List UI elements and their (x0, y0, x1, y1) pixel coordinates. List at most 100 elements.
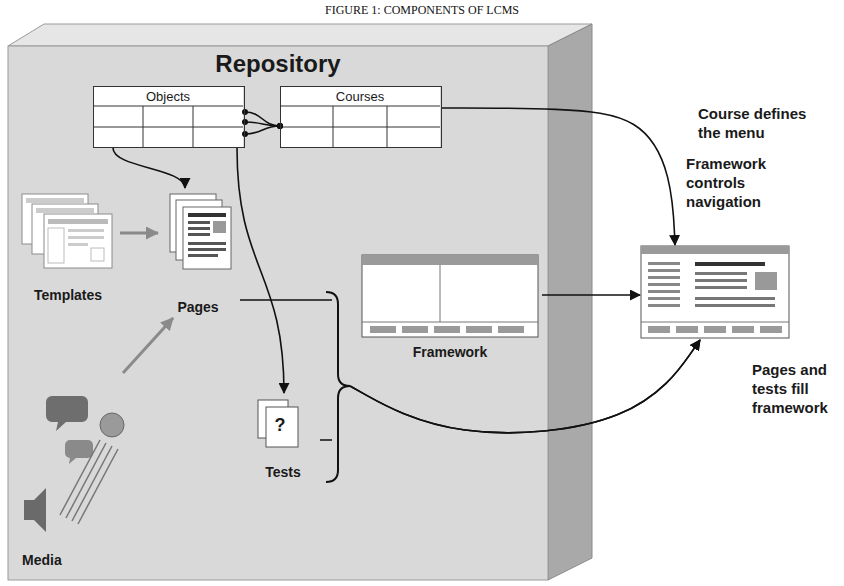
icon-label: Tests (248, 463, 318, 481)
framework-window: Framework (360, 253, 542, 363)
tests-illustration-part (266, 407, 298, 447)
objects-table-grid-part (93, 106, 243, 107)
annotation: Course defines the menu (698, 104, 818, 142)
pages-illustration-part (183, 207, 231, 269)
media-illustration-part (24, 488, 46, 532)
courses-table: Courses (280, 86, 442, 148)
output-screen-illustration-part (695, 279, 747, 282)
annotation: Pages and tests fill framework (752, 360, 842, 417)
framework-illustration-part (370, 326, 396, 333)
framework-illustration-part (466, 326, 492, 333)
output-screen-illustration-part (641, 246, 789, 338)
connector (120, 232, 158, 235)
courses-table-grid (280, 86, 440, 148)
templates-illustration-part (91, 248, 104, 261)
objects-table-grid-part (193, 106, 194, 148)
figure-title: FIGURE 1: COMPONENTS OF LCMS (0, 3, 844, 17)
media-icon: Media (18, 373, 148, 573)
output-screen-illustration-part (704, 326, 726, 333)
pages-illustration-part (188, 227, 210, 230)
connector (123, 318, 173, 373)
table-heading: Objects (94, 87, 242, 107)
repository-box-part (548, 24, 592, 580)
icon-label: Media (22, 551, 122, 569)
pages-illustration-part (188, 254, 218, 257)
courses-table-grid-part (280, 127, 440, 128)
output-screen-illustration-part (648, 326, 670, 333)
media-illustration-part (46, 396, 88, 431)
objects-table-grid-part (93, 127, 243, 128)
pages-illustration (170, 194, 231, 269)
templates-illustration-part (68, 229, 104, 232)
framework-illustration-part (362, 255, 538, 265)
output-screen-illustration-part (648, 290, 680, 293)
connector (245, 112, 280, 126)
output-screen-illustration-part (648, 304, 680, 307)
output-screen-illustration-part (695, 262, 765, 266)
connector (320, 340, 700, 440)
framework-illustration-part (498, 326, 524, 333)
pages-illustration-part (188, 242, 226, 245)
output-screen-illustration-part (648, 276, 680, 279)
connector (113, 148, 185, 188)
question-mark: ? (270, 415, 290, 435)
connector-dot (242, 109, 248, 115)
connector (245, 122, 280, 126)
output-screen-illustration-part (648, 262, 680, 265)
templates-illustration-part (68, 236, 104, 239)
templates-illustration-part (48, 219, 108, 224)
templates-illustration-part (26, 198, 84, 203)
pages-illustration-part (188, 221, 210, 224)
framework-illustration (362, 255, 538, 337)
output-screen-illustration-part (648, 297, 680, 300)
courses-table-grid-part (280, 106, 440, 107)
output-screen-illustration (641, 246, 789, 338)
templates-illustration-part (68, 243, 88, 246)
output-screen-illustration-part (641, 246, 789, 254)
media-illustration-part (100, 413, 124, 437)
media-illustration-part-part (66, 443, 106, 518)
courses-table-grid-part (387, 106, 388, 148)
framework-illustration-part (362, 322, 538, 323)
templates-illustration-part (36, 208, 94, 213)
templates-illustration-part (44, 214, 112, 268)
icon-label: Framework (360, 343, 540, 361)
output-screen-illustration-part (695, 304, 775, 307)
repository-box-part (8, 46, 548, 580)
media-illustration-part (60, 440, 118, 524)
brace (326, 292, 350, 482)
templates-illustration-part (48, 228, 64, 263)
objects-table: Objects (93, 86, 245, 148)
pages-icon: Pages (158, 188, 240, 318)
connector-dot (242, 119, 248, 125)
objects-table-grid (93, 86, 243, 148)
connector-dot (242, 131, 248, 137)
media-illustration-part-part (78, 449, 118, 524)
connector (442, 108, 675, 245)
table-heading: Courses (281, 87, 439, 107)
tests-icon: ? Tests (248, 393, 320, 483)
output-screen-illustration-part (695, 272, 747, 275)
media-illustration (24, 396, 124, 532)
media-illustration-part-part (60, 440, 100, 515)
connector (245, 126, 280, 134)
connector (240, 300, 700, 433)
media-illustration-part-part (72, 446, 112, 521)
output-screen-illustration-part (755, 272, 777, 290)
pages-illustration-part (188, 213, 226, 217)
output-screen-illustration-part (760, 326, 782, 333)
output-screen-illustration-part (732, 326, 754, 333)
framework-illustration-part (440, 265, 441, 322)
framework-illustration-part (434, 326, 460, 333)
output-screen-illustration-part (695, 286, 747, 289)
callout-heading: Framework controls navigation (686, 154, 786, 211)
output-screen-illustration-part (648, 283, 680, 286)
repository-box-part (8, 24, 592, 46)
output-screen: Framework controls navigation (640, 150, 838, 340)
courses-table-grid-part (333, 106, 334, 148)
output-screen-illustration-part (648, 269, 680, 272)
framework-illustration-part (402, 326, 428, 333)
tests-illustration (258, 400, 298, 447)
output-screen-illustration-part (695, 297, 775, 300)
